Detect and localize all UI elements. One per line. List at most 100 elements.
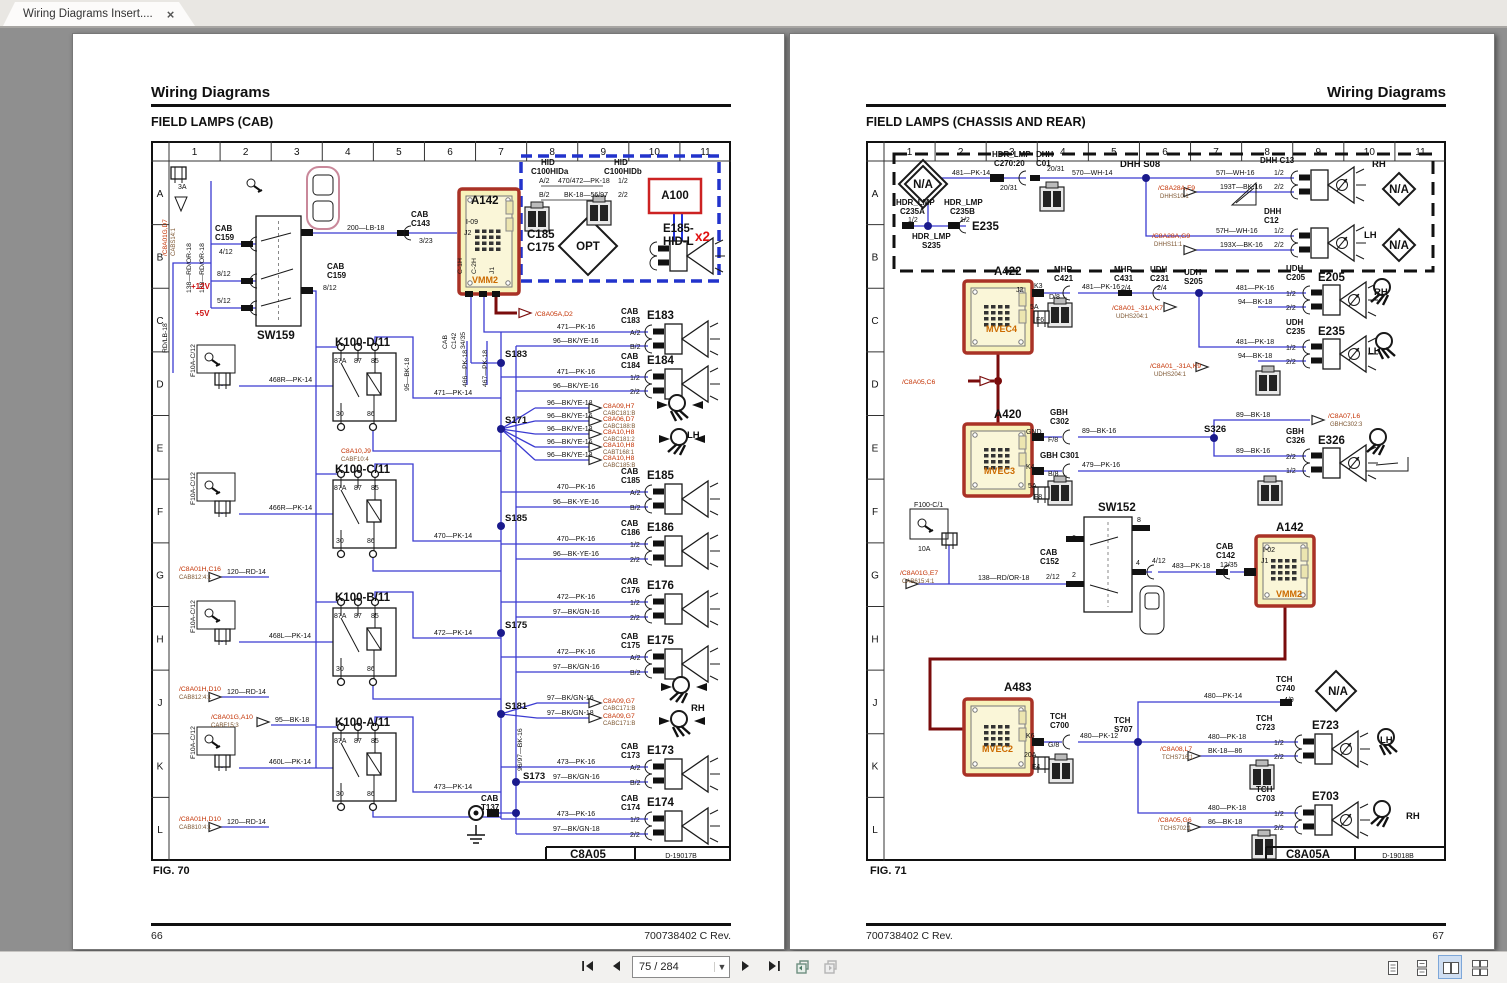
diagram-label: 470—PK-16 — [557, 484, 595, 491]
pin-grid — [998, 731, 1003, 735]
diagram-label: 5/12 — [217, 298, 231, 305]
connector-pin — [1299, 232, 1310, 239]
diagram-label: CABC181:2 — [603, 437, 635, 443]
offpage-arrow-icon — [588, 697, 603, 709]
splice-dot — [994, 377, 1002, 385]
pin-grid — [1005, 743, 1010, 747]
last-page-button[interactable] — [762, 955, 786, 979]
ecu-tab — [1300, 564, 1309, 579]
continuous-facing-view-button[interactable] — [1467, 955, 1491, 979]
diagram-label: 1/2 — [630, 375, 640, 382]
connector-arc — [1152, 285, 1161, 301]
diagram-label: F/8 — [1048, 437, 1058, 444]
diagram-label: DHH S08 — [1120, 159, 1160, 170]
diagram-label: I-09 — [466, 219, 478, 226]
diagram-label: 96—BK/YE-16 — [553, 338, 599, 345]
lamp-body — [664, 648, 683, 680]
lamp-connector-arcs — [644, 759, 653, 789]
screw-icon — [467, 280, 473, 286]
diagram-label: 6 — [1072, 535, 1076, 542]
diagram-label: 1/2 — [960, 217, 970, 224]
na-diamond-icon — [1381, 227, 1417, 263]
lamp-rays — [709, 757, 720, 791]
lamp-beam — [1376, 347, 1396, 360]
arrow-icon — [694, 717, 705, 725]
diagram-label: 466—PK-18 — [462, 350, 469, 387]
diagram-label: C8A09,G7 — [603, 698, 635, 705]
close-icon[interactable]: × — [166, 6, 175, 22]
relay-switch — [340, 478, 376, 554]
previous-page-button[interactable] — [604, 955, 628, 979]
grid-row-label: L — [157, 825, 163, 836]
page-title: Wiring Diagrams — [151, 84, 271, 101]
diagram-label: 96—BK/YE-18 — [547, 452, 593, 459]
diagram-label: 470—PK-14 — [434, 533, 472, 540]
page-number-combo[interactable]: 75 / 284 ▼ — [632, 956, 730, 978]
diagram-label: C143 — [411, 219, 431, 228]
connector-pin — [653, 328, 664, 335]
diagram-label: K6 — [1026, 733, 1035, 740]
document-tab[interactable]: Wiring Diagrams Insert.... × — [3, 2, 195, 26]
screw-icon — [1018, 482, 1024, 488]
connector-pin — [1118, 290, 1132, 296]
diagram-label: E235 — [1318, 326, 1345, 338]
pin-grid — [489, 235, 494, 239]
diagram-label: 94—BK-18 — [1238, 353, 1272, 360]
next-page-button[interactable] — [734, 955, 758, 979]
diagram-label: C142 — [1216, 551, 1236, 560]
diagram-shape — [530, 201, 544, 209]
diagram-label: C723 — [1256, 723, 1276, 732]
grid-row-label: D — [871, 380, 878, 391]
key-switch-icon — [204, 608, 214, 618]
grid-row-label: E — [157, 443, 164, 454]
pin-grid — [489, 229, 494, 233]
relay-pin — [353, 469, 363, 479]
pin-grid — [984, 743, 989, 747]
diagram-label: 5A — [1028, 483, 1037, 490]
diagram-label: C142 — [451, 333, 458, 349]
diagram-shape — [366, 752, 382, 776]
diagram-label: MHR — [1054, 265, 1072, 274]
connector-pin — [465, 291, 473, 297]
diagram-label: 30 — [336, 411, 344, 418]
diagram-label: S707 — [1114, 725, 1133, 734]
diagram-label: S185 — [505, 513, 528, 524]
wires — [902, 177, 1310, 828]
diagram-label: CAB615:4:1 — [902, 579, 935, 585]
offpage-arrow-icon — [1187, 821, 1202, 833]
pin-grid — [991, 743, 996, 747]
grid-row-label: C — [871, 316, 878, 327]
connector-pin — [1244, 568, 1256, 576]
dropdown-caret-icon[interactable]: ▼ — [714, 962, 729, 972]
diagram-label: C01 — [1036, 159, 1051, 168]
diagram-label: 96—BK/YE-18 — [547, 426, 593, 433]
first-page-button[interactable] — [576, 955, 600, 979]
grid-row-label: B — [157, 252, 164, 263]
diagram-label: 3/23 — [419, 238, 433, 245]
diagram-label: CABS14:1 — [171, 227, 177, 256]
diagram-shape — [151, 141, 681, 798]
diagram-label: C740 — [1276, 684, 1296, 693]
diagram-label: 86 — [367, 411, 375, 418]
diagram-label: 97—BK/GN-18 — [553, 826, 600, 833]
facing-view-button[interactable] — [1438, 955, 1462, 979]
lamp-rays — [709, 367, 720, 401]
diagram-label: 2/4 — [1121, 285, 1131, 292]
diagram-label: B/2 — [630, 670, 641, 677]
previous-view-button[interactable] — [790, 955, 814, 979]
connector-pin — [1299, 246, 1310, 253]
connector-arc — [1062, 463, 1071, 479]
diagram-label: CAB — [621, 519, 639, 528]
diagram-label: 470/472—PK-18 — [558, 178, 610, 185]
diagram-label: 97—BK/GN-16 — [553, 774, 600, 781]
pin-grid — [998, 454, 1003, 458]
continuous-view-button[interactable] — [1409, 955, 1433, 979]
lamp-rays — [709, 322, 720, 356]
page-indicator: 75 / 284 — [639, 961, 679, 973]
relay-switch — [340, 606, 376, 682]
diagram-label: CABC188:B — [603, 424, 635, 430]
offpage-arrow-icon — [588, 441, 603, 453]
diagram-label: D-19018B — [1382, 853, 1414, 860]
next-view-button[interactable] — [818, 955, 842, 979]
single-page-view-button[interactable] — [1380, 955, 1404, 979]
